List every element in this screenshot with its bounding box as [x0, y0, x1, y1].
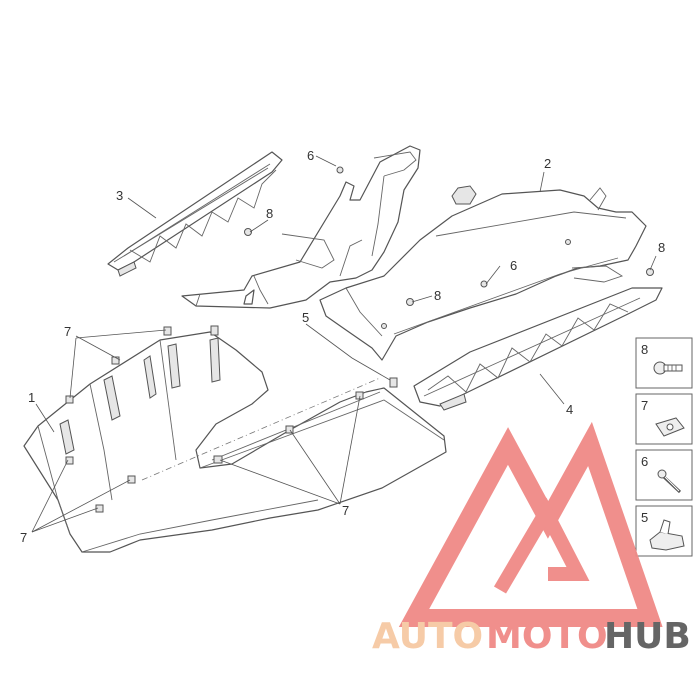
automotohub-watermark: AUTO MOTO HUB [372, 421, 691, 657]
callout-8c: 8 [658, 240, 665, 255]
fastener-legend: 8 7 6 5 [635, 337, 693, 557]
legend-item-5: 5 [635, 505, 693, 557]
legend-number-7: 7 [641, 398, 648, 413]
legend-number-6: 6 [641, 454, 648, 469]
screw-icon [653, 361, 683, 375]
legend-item-7: 7 [635, 393, 693, 445]
callout-7a: 7 [64, 324, 71, 339]
watermark-text-moto: MOTO [486, 616, 608, 657]
callout-4: 4 [566, 402, 573, 417]
callout-labels: 1 2 3 4 5 6 6 7 7 7 8 8 8 [20, 148, 665, 545]
assembly-centerline [141, 377, 381, 481]
watermark-text-hub: HUB [604, 616, 691, 657]
callout-8a: 8 [266, 206, 273, 221]
middle-upper-bracket [181, 145, 421, 309]
bolt-icon [657, 469, 682, 494]
legend-item-8: 8 [635, 337, 693, 389]
callout-8b: 8 [434, 288, 441, 303]
watermark-text-auto: AUTO [372, 616, 483, 657]
clip-nut-icon [655, 417, 685, 437]
part-1-lower-cover [23, 331, 447, 553]
callout-6b: 6 [510, 258, 517, 273]
callout-2: 2 [544, 156, 551, 171]
leader-lines [31, 155, 657, 533]
part-3-grille-panel [107, 151, 283, 277]
callout-6a: 6 [307, 148, 314, 163]
part-4-grille-panel [413, 287, 663, 411]
watermark-logo-mark [398, 421, 663, 627]
legend-number-5: 5 [641, 510, 648, 525]
callout-7b: 7 [20, 530, 27, 545]
bracket-clip-icon [649, 519, 685, 551]
callout-5: 5 [302, 310, 309, 325]
legend-item-6: 6 [635, 449, 693, 501]
legend-number-8: 8 [641, 342, 648, 357]
part-2-upper-frame-panel [319, 185, 647, 361]
callout-1: 1 [28, 390, 35, 405]
fasteners-on-parts [65, 166, 654, 513]
callout-3: 3 [116, 188, 123, 203]
callout-7c: 7 [342, 503, 349, 518]
